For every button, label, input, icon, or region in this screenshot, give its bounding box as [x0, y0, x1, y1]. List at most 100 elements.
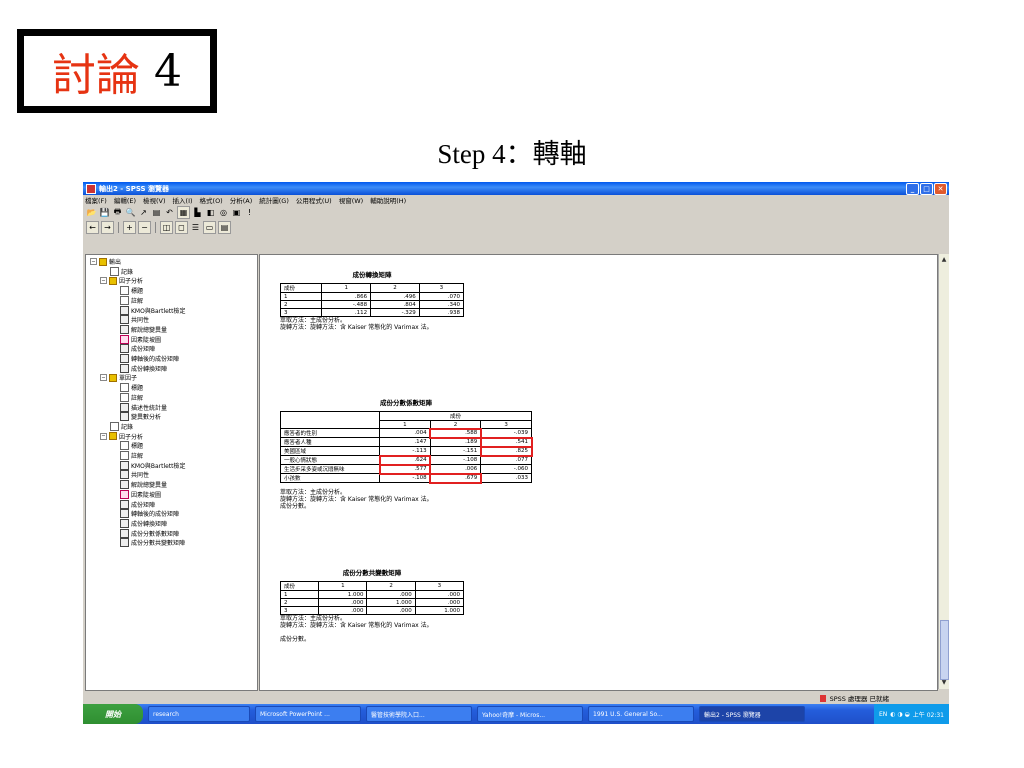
- table-row: 應答者人種.147.189.541: [280, 436, 533, 448]
- menu-item[interactable]: 分析(A): [229, 197, 253, 205]
- tree-item[interactable]: 因素陡坡圖: [120, 489, 161, 499]
- tree-item[interactable]: 標題: [120, 441, 143, 451]
- tree-item[interactable]: 變異數分析: [120, 412, 161, 422]
- undo-icon[interactable]: ↶: [166, 208, 173, 217]
- table-cell: .000: [366, 606, 416, 615]
- menu-item[interactable]: 公用程式(U): [295, 197, 332, 205]
- toolbar-separator: [155, 222, 156, 233]
- show-icon[interactable]: ◫: [160, 221, 173, 234]
- print-preview-icon[interactable]: 🔍: [125, 208, 136, 217]
- output-content-pane[interactable]: 成份轉換矩陣 成份 1 2 3 1.866.496.070 2-.488.804…: [259, 254, 938, 691]
- component-transformation-block: 成份轉換矩陣 成份 1 2 3 1.866.496.070 2-.488.804…: [279, 269, 465, 331]
- menu-item[interactable]: 統計圖(G): [259, 197, 289, 205]
- menu-item[interactable]: 視窗(W): [338, 197, 364, 205]
- tree-item[interactable]: 註解: [120, 392, 143, 402]
- scrollbar-thumb[interactable]: [940, 620, 949, 680]
- taskbar-button[interactable]: Microsoft PowerPoint ...: [255, 706, 361, 722]
- collapse-toggle-icon[interactable]: −: [100, 374, 107, 382]
- clock[interactable]: 上午 02:31: [912, 711, 944, 719]
- tree-item[interactable]: 共同性: [120, 315, 149, 325]
- taskbar-button[interactable]: 醫管技術學院入口...: [366, 706, 472, 722]
- help-icon[interactable]: !: [247, 208, 252, 217]
- tree-item[interactable]: 轉軸後的成份矩陣: [120, 354, 179, 363]
- tree-item[interactable]: 共同性: [120, 470, 149, 480]
- vertical-scrollbar[interactable]: ▲ ▼: [938, 254, 949, 689]
- collapse-icon[interactable]: −: [138, 221, 151, 234]
- taskbar-button[interactable]: Yahoo!奇摩 - Micros...: [477, 706, 583, 722]
- tree-item[interactable]: 註解: [120, 295, 143, 305]
- expand-icon[interactable]: +: [123, 221, 136, 234]
- tray-icons[interactable]: ◐ ◑ ◒: [890, 710, 910, 718]
- taskbar-button[interactable]: 1991 U.S. General So...: [588, 706, 694, 722]
- taskbar-button[interactable]: research: [148, 706, 250, 722]
- goto-chart-icon[interactable]: ▙: [194, 208, 201, 217]
- tree-item[interactable]: −輸出: [90, 257, 121, 266]
- demote-icon[interactable]: →: [101, 221, 114, 234]
- tree-item[interactable]: 成份矩陣: [120, 344, 155, 354]
- variables-icon[interactable]: ◧: [206, 208, 215, 217]
- component-score-coefficient-block: 成份分數係數矩陣 成份 1 2 3 應答者的性別.004.588-.039 應答…: [280, 397, 533, 510]
- promote-icon[interactable]: ←: [86, 221, 99, 234]
- tree-item[interactable]: 轉軸後的成份矩陣: [120, 509, 180, 519]
- tree-item[interactable]: 註解: [120, 451, 143, 460]
- menu-item[interactable]: 檔案(F): [85, 197, 107, 205]
- save-icon[interactable]: 💾: [99, 208, 110, 217]
- tree-item[interactable]: 記錄: [110, 266, 133, 276]
- taskbar-button[interactable]: 輸出2 - SPSS 瀏覽器: [699, 706, 805, 722]
- dialog-recall-icon[interactable]: ▤: [152, 208, 161, 217]
- tree-item[interactable]: 因素陡坡圖: [120, 334, 161, 344]
- table-row: 2-.488.804.340: [279, 300, 465, 309]
- window-titlebar[interactable]: 輸出2 - SPSS 瀏覽器 _ □ ✕: [83, 182, 949, 195]
- outline-toolbar: ← → + − ◫ ◻ ☰ ▭ ▤: [83, 220, 949, 235]
- minimize-button[interactable]: _: [906, 182, 919, 195]
- hide-icon[interactable]: ◻: [175, 221, 188, 234]
- tree-item-label: 轉軸後的成份矩陣: [131, 511, 180, 519]
- tree-item[interactable]: KMO與Bartlett檢定: [120, 305, 186, 315]
- table-header-row: 成份: [280, 411, 532, 429]
- insert-title-icon[interactable]: ▭: [203, 221, 216, 234]
- tree-item[interactable]: 描述性統計量: [120, 402, 167, 412]
- menu-item[interactable]: 輔助說明(H): [370, 197, 407, 205]
- table-cell: .112: [321, 308, 372, 317]
- insert-text-icon[interactable]: ▤: [218, 221, 231, 234]
- menu-item[interactable]: 檢視(V): [143, 197, 166, 205]
- tree-item[interactable]: 記錄: [110, 421, 133, 431]
- menu-item[interactable]: 插入(I): [172, 197, 193, 205]
- tree-item[interactable]: 成份轉換矩陣: [120, 518, 167, 528]
- tree-item[interactable]: 成份分數係數矩陣: [120, 528, 179, 538]
- table-cell: 1.000: [366, 598, 416, 607]
- close-button[interactable]: ✕: [934, 182, 947, 195]
- tree-item[interactable]: 標題: [120, 286, 143, 296]
- language-indicator[interactable]: EN: [878, 710, 888, 718]
- designate-window-icon[interactable]: ▣: [232, 208, 241, 217]
- collapse-toggle-icon[interactable]: −: [100, 277, 107, 285]
- menu-item[interactable]: 編輯(E): [113, 197, 136, 205]
- tree-item[interactable]: 解說總變異量: [120, 324, 167, 334]
- scroll-down-icon[interactable]: ▼: [941, 679, 947, 686]
- collapse-toggle-icon[interactable]: −: [100, 432, 107, 440]
- tree-item[interactable]: 成份轉換矩陣: [120, 363, 167, 373]
- tree-item[interactable]: 成份矩陣: [120, 499, 155, 509]
- tree-item[interactable]: 標題: [120, 383, 143, 393]
- print-icon[interactable]: 🖶: [113, 206, 122, 216]
- tree-item[interactable]: −單因子: [100, 373, 137, 382]
- menu-item[interactable]: 格式(O): [199, 197, 223, 205]
- scroll-up-icon[interactable]: ▲: [941, 256, 947, 263]
- tree-item[interactable]: 成份分數共變數矩陣: [120, 538, 185, 548]
- goto-data-icon[interactable]: ▦: [177, 206, 190, 219]
- start-button[interactable]: 開始: [83, 704, 143, 724]
- open-icon[interactable]: 📂: [86, 208, 97, 217]
- insert-heading-icon[interactable]: ☰: [191, 223, 200, 232]
- footnote: 成份分數。: [280, 636, 311, 643]
- tree-item[interactable]: 解說總變異量: [120, 480, 167, 490]
- tree-item[interactable]: −因子分析: [100, 276, 143, 285]
- use-sets-icon[interactable]: ◎: [220, 208, 227, 217]
- table-cell: .004: [379, 428, 431, 438]
- component-transformation-table: 成份 1 2 3 1.866.496.070 2-.488.804.340 3.…: [279, 283, 465, 317]
- collapse-toggle-icon[interactable]: −: [90, 258, 97, 265]
- tree-item[interactable]: KMO與Bartlett檢定: [120, 460, 186, 470]
- tree-item[interactable]: −因子分析: [100, 432, 143, 441]
- export-icon[interactable]: ↗: [140, 208, 147, 217]
- maximize-button[interactable]: □: [920, 182, 933, 195]
